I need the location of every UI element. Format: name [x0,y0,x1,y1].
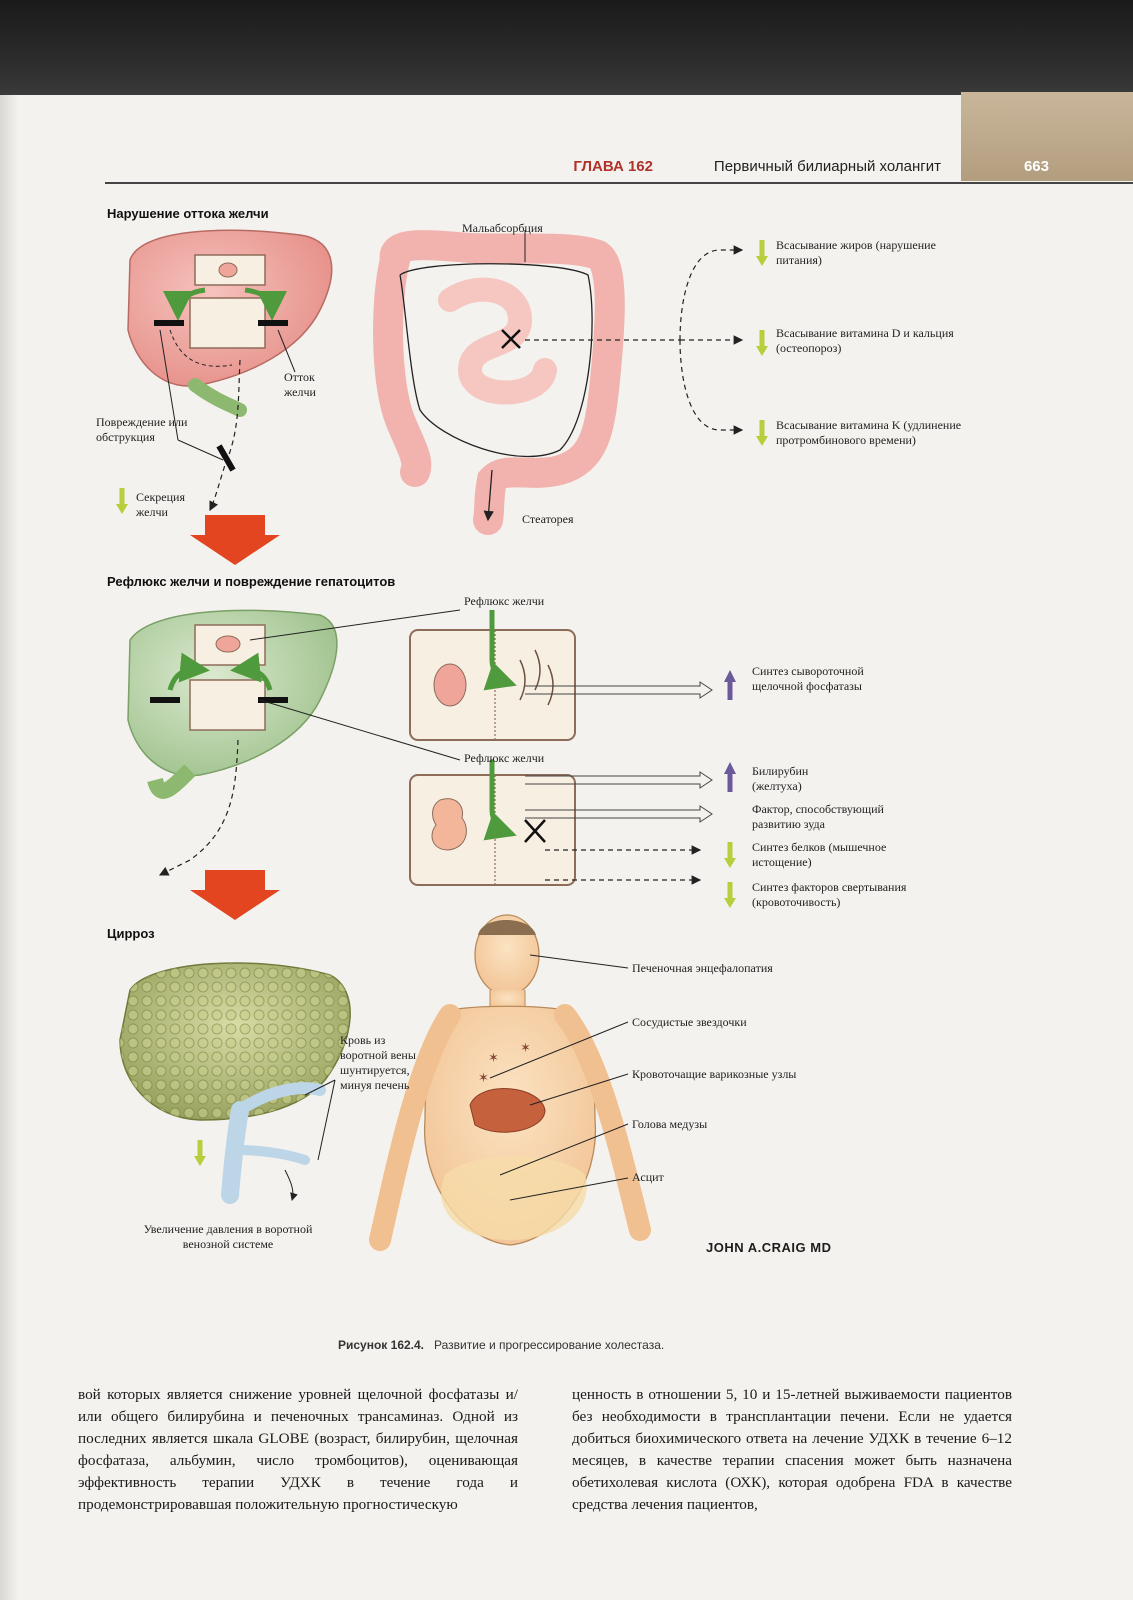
liver-green [127,609,461,876]
artist-signature: JOHN A.CRAIG MD [706,1240,832,1255]
label-pruritus: Фактор, способствующий развитию зуда [752,802,884,831]
figure-caption: Рисунок 162.4. Развитие и прогрессировани… [338,1338,664,1352]
body-paragraph-right: ценность в отношении 5, 10 и 15-летней в… [572,1386,1012,1513]
label-steatorrhea: Стеаторея [522,512,574,526]
body-column-left: вой которых является снижение уровней ще… [78,1384,518,1516]
page-tab [961,92,1133,181]
label-vitk-absorption: Всасывание витамина K (удлинение протром… [776,418,962,447]
section-title-reflux: Рефлюкс желчи и повреждение гепатоцитов [107,574,396,589]
label-portal-pressure: Увеличение давления в воротной венозной … [143,1222,313,1251]
scan-dark-border [0,0,1133,95]
label-caput-medusae: Голова медузы [632,1117,708,1131]
liver-pink [116,229,333,514]
label-alk-phos: Синтез сывороточной щелочной фосфатазы [752,664,864,693]
svg-text:✶: ✶ [488,1050,499,1065]
body-paragraph-left: вой которых является снижение уровней ще… [78,1386,518,1513]
label-clotting: Синтез факторов свертывания (кровоточиво… [752,880,907,909]
big-arrow-1 [190,515,280,565]
caption-text: Развитие и прогрессирование холестаза. [434,1338,665,1352]
label-encephalopathy: Печеночная энцефалопатия [632,961,773,975]
label-bile-outflow: Отток желчи [284,370,316,399]
page-gutter-shadow [0,95,18,1600]
label-reflux-bottom: Рефлюкс желчи [464,751,545,765]
hepatocyte-top [409,610,736,741]
chapter-label: ГЛАВА 162 [573,158,653,175]
label-fat-absorption: Всасывание жиров (нарушение питания) [776,238,936,267]
label-protein: Синтез белков (мышечное истощение) [752,840,887,869]
label-ascites: Асцит [632,1170,664,1184]
caption-label: Рисунок 162.4. [338,1338,425,1352]
label-bile-secretion: Секреция желчи [136,490,185,519]
label-injury: Повреждение или обструкция [96,415,188,444]
label-bilirubin: Билирубин (желтуха) [752,764,809,793]
page-number: 663 [1023,158,1049,175]
human-figure: ✶ ✶ ✶ [369,914,651,1251]
big-arrow-2 [190,870,280,920]
label-malabsorption: Мальабсорбция [462,221,543,235]
running-head: ГЛАВА 162 Первичный билиарный холангит 6… [105,92,1133,184]
hepatocyte-bottom [409,760,736,908]
label-varices: Кровоточащие варикозные узлы [632,1067,797,1081]
intestine [373,230,744,535]
body-column-right: ценность в отношении 5, 10 и 15-летней в… [572,1384,1012,1516]
chapter-title: Первичный билиарный холангит [713,158,941,175]
effect-down-arrows-1 [756,240,768,446]
section-title-bile-outflow: Нарушение оттока желчи [107,206,269,221]
label-reflux-top: Рефлюкс желчи [464,594,545,608]
label-vitd-absorption: Всасывание витамина D и кальция (остеопо… [776,326,954,355]
svg-text:✶: ✶ [478,1070,489,1085]
svg-text:✶: ✶ [520,1040,531,1055]
label-spider-angioma: Сосудистые звездочки [632,1015,747,1029]
label-shunt: Кровь из воротной вены шунтируется, мину… [340,1033,416,1092]
cirrhotic-liver [119,962,351,1204]
section-title-cirrhosis: Цирроз [107,926,155,941]
